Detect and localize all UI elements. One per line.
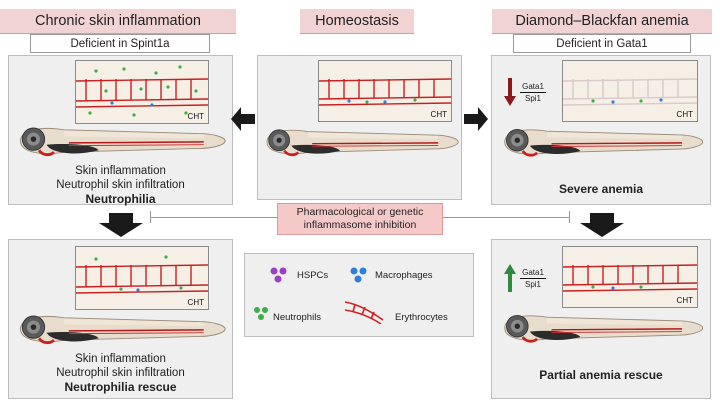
legend-panel: HSPCs Macrophages Neutrophils Erythrocyt… <box>244 253 474 337</box>
erythrocyte-vessel-icon <box>344 301 384 324</box>
cht-inset: CHT <box>75 246 209 310</box>
down-arrow-icon <box>99 213 143 237</box>
up-arrow-icon <box>504 264 516 292</box>
inhibition-line-left <box>150 217 277 218</box>
cht-vessels <box>563 264 697 292</box>
panel-homeostasis: CHT <box>257 55 462 200</box>
inhibition-bar-left <box>150 211 151 223</box>
panel-bottom-left: CHT Skin inflammation Neutrophil skin in… <box>8 239 233 399</box>
cht-vessels <box>563 78 697 106</box>
inhibition-bar-right <box>569 211 570 223</box>
legend-erythrocytes: Erythrocytes <box>395 312 448 323</box>
right-arrow-icon <box>464 107 488 131</box>
cht-vessels <box>76 65 208 117</box>
neutrophil-icon <box>254 307 268 320</box>
left-arrow-icon <box>231 107 255 131</box>
cht-label: CHT <box>430 110 447 119</box>
cht-label: CHT <box>676 110 693 119</box>
hspc-icon <box>270 267 287 283</box>
down-arrow-icon <box>504 78 516 106</box>
cht-vessels <box>319 78 451 106</box>
cht-label: CHT <box>187 112 204 121</box>
subheader-spint1a: Deficient in Spint1a <box>30 34 210 53</box>
cht-inset: CHT <box>562 246 698 308</box>
cht-inset: CHT <box>75 60 209 124</box>
panel-text: Skin inflammation Neutrophil skin infilt… <box>56 165 185 206</box>
legend-macrophages: Macrophages <box>375 270 433 281</box>
panel-text: Severe anemia <box>558 182 644 196</box>
zebrafish-larva <box>260 124 460 160</box>
header-chronic-skin-inflammation: Chronic skin inflammation <box>0 9 236 34</box>
legend-neutrophils: Neutrophils <box>273 312 322 323</box>
legend-hspcs: HSPCs <box>297 270 329 281</box>
zebrafish-larva <box>13 310 227 348</box>
cht-label: CHT <box>676 296 693 305</box>
panel-text: Skin inflammation Neutrophil skin infilt… <box>56 353 185 394</box>
macrophage-icon <box>350 267 367 283</box>
subheader-gata1: Deficient in Gata1 <box>513 34 691 53</box>
cht-label: CHT <box>187 298 204 307</box>
zebrafish-larva <box>496 124 706 160</box>
panel-text: Partial anemia rescue <box>539 368 663 382</box>
inhibition-box: Pharmacological or genetic inflammasome … <box>277 203 443 235</box>
inhibition-line-right <box>441 217 569 218</box>
header-homeostasis: Homeostasis <box>300 9 414 34</box>
header-diamond-blackfan-anemia: Diamond–Blackfan anemia <box>492 9 712 34</box>
down-arrow-icon <box>580 213 624 237</box>
zebrafish-larva <box>496 310 706 346</box>
cht-inset: CHT <box>318 60 452 122</box>
zebrafish-larva <box>13 122 227 160</box>
panel-top-left: CHT Skin inflammation Neutrophil skin in… <box>8 55 233 206</box>
cht-inset: CHT <box>562 60 698 122</box>
cht-vessels <box>76 255 208 294</box>
